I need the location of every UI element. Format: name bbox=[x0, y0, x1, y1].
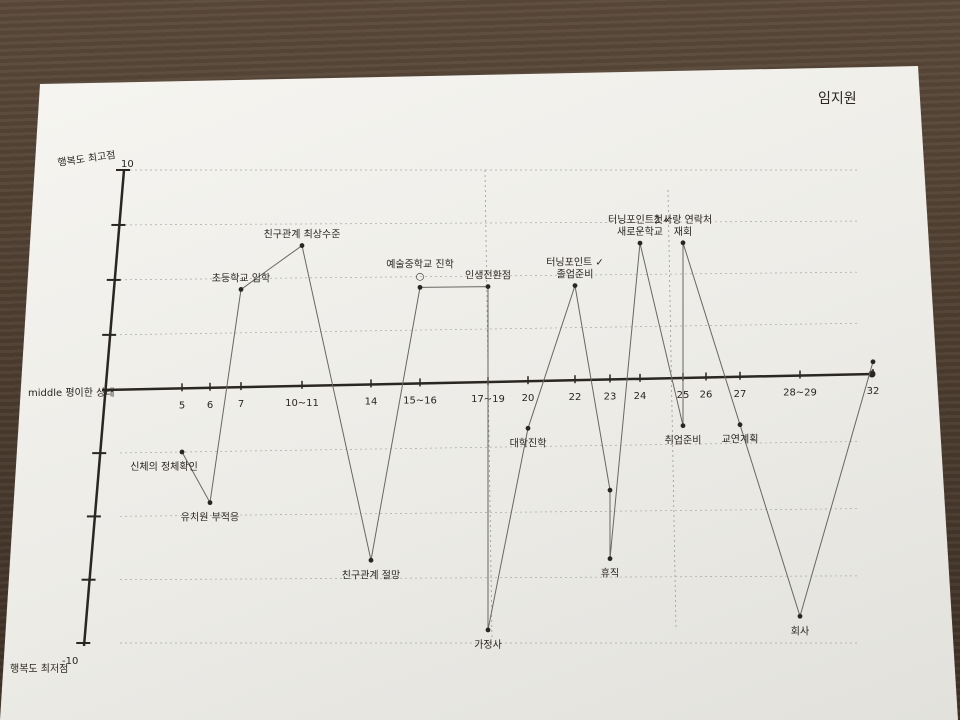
point-annotation: 신체의 정체확인 bbox=[130, 461, 198, 473]
x-tick-label: 28~29 bbox=[783, 388, 817, 399]
y-axis-middle-label: middle 평이한 상태 bbox=[28, 387, 115, 399]
gridlines bbox=[119, 169, 861, 644]
data-point bbox=[238, 287, 244, 292]
x-tick-label: 26 bbox=[700, 389, 713, 400]
data-point bbox=[525, 425, 531, 431]
point-annotation: 가정사 bbox=[474, 639, 502, 651]
y-axis-bottom-value: -10 bbox=[62, 656, 78, 667]
y-axis-bottom-label: 행복도 최저점 bbox=[10, 663, 68, 675]
data-point bbox=[299, 243, 305, 248]
author-name: 임지원 bbox=[818, 91, 857, 107]
x-tick-label: 27 bbox=[734, 389, 747, 400]
point-annotation: 터닝포인트2 ✓새로운학교 bbox=[608, 214, 672, 238]
gridline bbox=[119, 508, 861, 517]
point-annotation: 교연계획 bbox=[722, 434, 759, 446]
data-point bbox=[637, 240, 643, 246]
point-annotation: 터닝포인트 ✓졸업준비 bbox=[546, 257, 604, 281]
y-axis-top-label: 행복도 최고점 bbox=[57, 149, 116, 169]
point-annotation: 취업준비 bbox=[665, 434, 702, 447]
x-tick-label: 32 bbox=[867, 386, 880, 397]
y-axis-line bbox=[82, 169, 126, 647]
point-annotation: 인생전환점 bbox=[465, 270, 511, 282]
x-tick-label: 24 bbox=[634, 391, 647, 402]
data-points bbox=[179, 240, 876, 633]
point-annotation: 친구관계 최상수준 bbox=[264, 229, 341, 241]
data-point bbox=[207, 500, 213, 506]
data-point bbox=[485, 284, 491, 289]
data-point bbox=[797, 613, 803, 619]
data-point bbox=[607, 487, 613, 493]
gridline bbox=[119, 322, 861, 336]
x-tick-label: 14 bbox=[365, 396, 378, 407]
x-tick-label: 6 bbox=[207, 400, 213, 411]
data-point bbox=[485, 627, 491, 633]
data-point bbox=[680, 423, 686, 429]
gridline bbox=[119, 575, 861, 581]
point-annotation: 초등학교 입학 bbox=[212, 271, 270, 284]
point-annotation: 유치원 부적응 bbox=[181, 512, 239, 524]
data-point bbox=[179, 449, 185, 455]
point-annotation: 대학진학 bbox=[510, 437, 547, 449]
data-point bbox=[607, 556, 613, 562]
gridline bbox=[119, 220, 861, 226]
data-point bbox=[737, 422, 743, 428]
point-annotation: 친구관계 절망 bbox=[342, 568, 400, 581]
x-tick-label: 20 bbox=[522, 393, 535, 404]
gridline bbox=[119, 441, 861, 454]
data-point bbox=[680, 240, 686, 246]
x-tick-label: 7 bbox=[238, 399, 244, 410]
point-annotation: 회사 bbox=[791, 625, 809, 637]
y-axis-top-value: 10 bbox=[121, 159, 134, 170]
x-tick-label: 22 bbox=[569, 392, 582, 403]
point-annotation: 휴직 bbox=[601, 568, 619, 580]
x-tick-label: 23 bbox=[604, 391, 617, 402]
x-tick-label: 10~11 bbox=[285, 398, 319, 409]
data-point bbox=[572, 283, 578, 289]
data-point bbox=[417, 284, 423, 290]
point-annotation: 예술중학교 진학○ bbox=[386, 258, 454, 282]
data-point bbox=[870, 359, 876, 365]
gridline bbox=[119, 271, 861, 281]
happiness-series-line bbox=[181, 242, 874, 631]
y-axis-tick-marks bbox=[76, 169, 130, 644]
data-point bbox=[368, 557, 374, 563]
x-tick-label: 5 bbox=[179, 400, 185, 411]
vertical-guide-line bbox=[667, 189, 677, 631]
x-tick-label: 15~16 bbox=[403, 395, 437, 406]
